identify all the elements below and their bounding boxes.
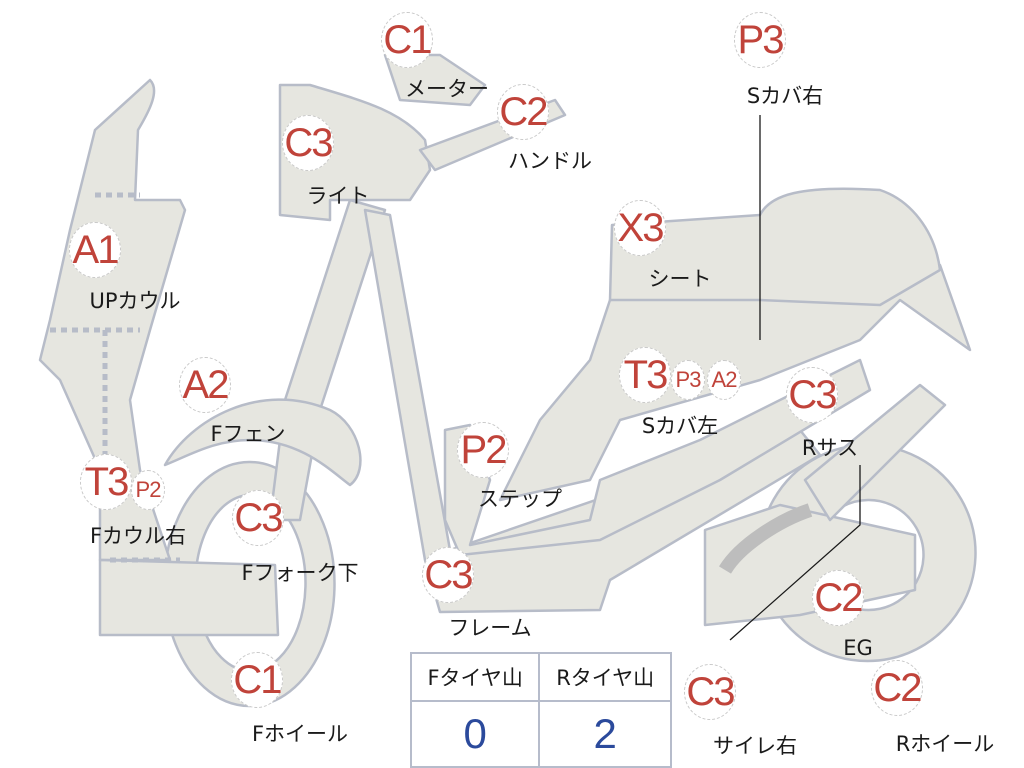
grade-badge-seat: X3 <box>614 200 666 256</box>
grade-badge-side-cover-left-2: P3 <box>671 360 705 400</box>
label-rear-wheel: Rホイール <box>895 732 995 756</box>
label-side-cover-left: Sカバ左 <box>641 414 719 438</box>
grade-badge-front-fender: A2 <box>179 357 231 413</box>
label-seat: シート <box>648 267 712 291</box>
label-meter: メーター <box>405 77 489 101</box>
label-rear-suspension: Rサス <box>801 436 859 460</box>
grade-badge-front-wheel: C1 <box>231 652 283 708</box>
label-side-cover-right: Sカバ右 <box>746 84 824 108</box>
label-handle: ハンドル <box>508 149 592 173</box>
step-shape <box>443 358 872 557</box>
grade-badge-front-fork-lower: C3 <box>232 490 284 546</box>
leader-line-silencer <box>729 465 861 641</box>
grade-badge-side-cover-left: T3 <box>619 347 671 403</box>
grade-badge-rear-wheel: C2 <box>871 660 923 716</box>
grade-badge-handle: C2 <box>497 84 549 140</box>
label-step: ステップ <box>478 487 562 511</box>
label-upper-cowl: UPカウル <box>89 289 181 313</box>
grade-badge-front-cowl-right-2: P2 <box>131 470 165 510</box>
label-silencer-right: サイレ右 <box>713 734 797 758</box>
label-light: ライト <box>306 184 370 208</box>
grade-badge-silencer-right: C3 <box>684 664 736 720</box>
grade-badge-front-cowl-right: T3 <box>80 454 132 510</box>
grade-badge-upper-cowl: A1 <box>69 222 121 278</box>
front-fender-shape <box>163 398 362 487</box>
front-tire-value: 0 <box>409 700 541 768</box>
grade-badge-side-cover-left-3: A2 <box>707 360 741 400</box>
label-engine: EG <box>843 636 873 660</box>
label-front-wheel: Fホイール <box>251 722 349 746</box>
grade-badge-rear-suspension: C3 <box>786 367 838 423</box>
upper-cowl-shape <box>38 78 187 562</box>
front-cowl-lower <box>98 558 280 637</box>
label-front-cowl-right: Fカウル右 <box>89 524 187 548</box>
grade-badge-engine: C2 <box>812 570 864 626</box>
rear-tire-header: Rタイヤ山 <box>538 652 672 702</box>
grade-badge-meter: C1 <box>381 12 433 68</box>
grade-badge-light: C3 <box>282 115 334 171</box>
silencer-pipe <box>719 503 813 574</box>
grade-badge-frame: C3 <box>422 547 474 603</box>
tire-tread-table: Fタイヤ山 Rタイヤ山 0 2 <box>409 652 672 768</box>
rear-tire-value: 2 <box>538 700 672 768</box>
label-front-fork-lower: Fフォーク下 <box>241 561 359 585</box>
label-front-fender: Fフェン <box>210 422 286 446</box>
front-tire-header: Fタイヤ山 <box>409 652 541 702</box>
seat-shape <box>608 187 942 307</box>
fork-shape <box>268 198 387 522</box>
label-frame: フレーム <box>448 616 532 640</box>
grade-badge-step: P2 <box>457 422 509 478</box>
rear-shock-shape <box>803 383 947 522</box>
grade-badge-side-cover-right: P3 <box>734 12 786 68</box>
